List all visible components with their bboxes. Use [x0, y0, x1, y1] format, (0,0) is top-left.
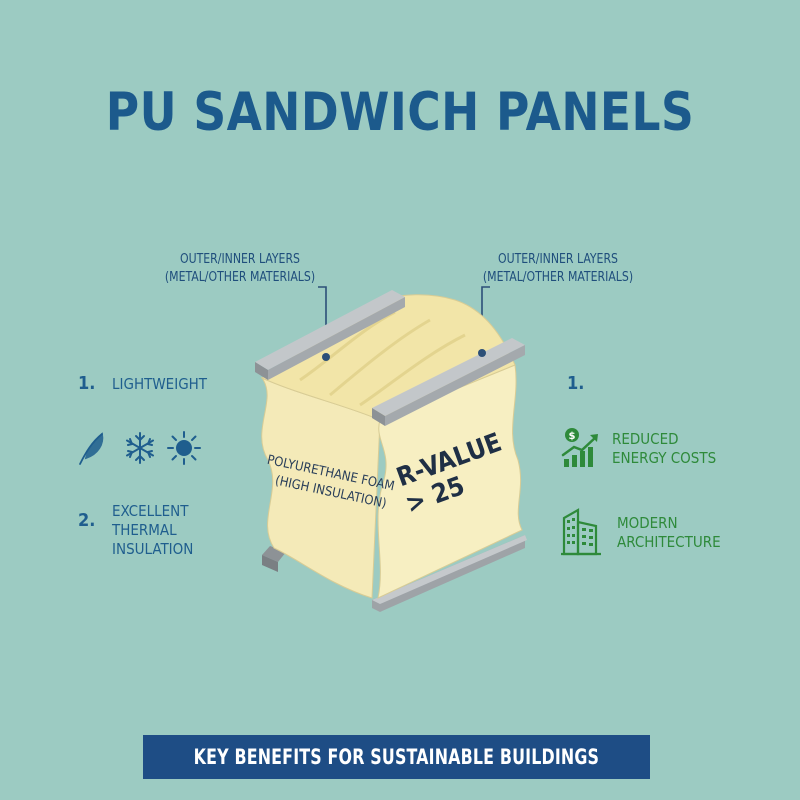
right-benefit-2-line2: ARCHITECTURE	[617, 533, 721, 551]
callout-right-line2: (METAL/OTHER MATERIALS)	[482, 269, 634, 285]
left-benefit-1-label: LIGHTWEIGHT	[112, 375, 208, 393]
snowflake-icon	[126, 432, 154, 464]
left-benefit-2-line1: EXCELLENT	[112, 502, 189, 520]
callout-left-line2: (METAL/OTHER MATERIALS)	[164, 269, 316, 285]
left-benefit-2-label: EXCELLENT THERMAL INSULATION	[112, 502, 193, 559]
callout-right: OUTER/INNER LAYERS (METAL/OTHER MATERIAL…	[459, 250, 657, 286]
key-benefits-banner-text: KEY BENEFITS FOR SUSTAINABLE BUILDINGS	[193, 745, 600, 769]
top-metal-layer-right	[372, 338, 525, 426]
callout-right-line1: OUTER/INNER LAYERS	[497, 251, 619, 267]
right-leader-dot	[478, 349, 486, 357]
top-metal-layer-left	[255, 290, 405, 380]
savings-chart-icon: $	[560, 425, 604, 469]
right-benefit-2-line1: MODERN	[617, 514, 678, 532]
left-benefit-2-line3: INSULATION	[112, 540, 194, 558]
right-benefit-number: 1.	[567, 373, 585, 394]
right-benefit-1-line2: ENERGY COSTS	[612, 449, 717, 467]
feather-icon	[79, 432, 104, 465]
foam-right-face	[377, 364, 523, 599]
building-icon	[560, 506, 604, 556]
right-benefit-1-line1: REDUCED	[612, 430, 679, 448]
key-benefits-banner: KEY BENEFITS FOR SUSTAINABLE BUILDINGS	[143, 735, 650, 779]
left-leader-dot	[322, 353, 330, 361]
right-benefit-1-label: REDUCED ENERGY COSTS	[612, 430, 716, 468]
callout-left-line1: OUTER/INNER LAYERS	[179, 251, 301, 267]
left-benefit-2-number: 2.	[78, 510, 96, 531]
page-title: PU SANDWICH PANELS	[105, 82, 695, 143]
left-benefit-2-line2: THERMAL	[112, 521, 177, 539]
svg-text:$: $	[569, 431, 576, 442]
sun-icon	[167, 431, 201, 465]
callout-left: OUTER/INNER LAYERS (METAL/OTHER MATERIAL…	[141, 250, 339, 286]
left-icon-row	[74, 428, 214, 468]
left-benefit-1-number: 1.	[78, 373, 96, 394]
right-benefit-2-label: MODERN ARCHITECTURE	[617, 514, 721, 552]
